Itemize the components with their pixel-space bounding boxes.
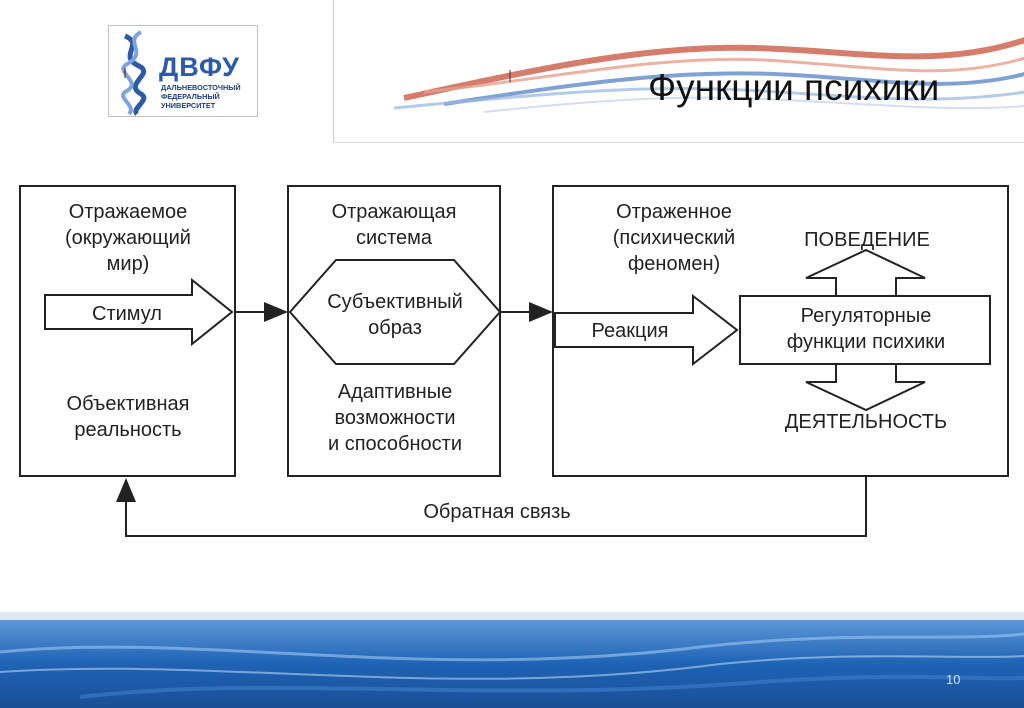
reaction-label: Реакция (592, 320, 669, 342)
reaction-arrow (554, 293, 739, 367)
university-logo: ДВФУ ДАЛЬНЕВОСТОЧНЫЙ ФЕДЕРАЛЬНЫЙ УНИВЕРС… (108, 25, 258, 117)
box3-heading-line2: (психический (613, 227, 735, 249)
header-ribbons (393, 37, 1024, 113)
box3-heading-line3: феномен) (628, 253, 720, 275)
header-panel (333, 0, 1024, 143)
box1-heading-line1: Отражаемое (69, 201, 188, 223)
helix-logo-icon (121, 30, 147, 116)
regulatory-line1: Регуляторные (801, 305, 932, 327)
box1-footer-line1: Объективная (67, 393, 190, 415)
feedback-arrow (116, 476, 867, 537)
feedback-label: Обратная связь (423, 501, 570, 523)
logo-abbr: ДВФУ (159, 52, 240, 82)
box2-footer-line2: возможности (335, 407, 456, 429)
box2-footer-line1: Адаптивные (338, 381, 452, 403)
psyche-functions-diagram: Отражаемое (окружающий мир) Стимул Объек… (19, 185, 1009, 537)
logo-line-1: ДАЛЬНЕВОСТОЧНЫЙ (161, 83, 241, 92)
regulatory-functions-box (739, 295, 991, 365)
regulatory-line2: функции психики (787, 331, 945, 353)
activity-label: ДЕЯТЕЛЬНОСТЬ (785, 411, 947, 433)
hexagon-line2: образ (368, 317, 422, 339)
stimulus-arrow (44, 277, 234, 347)
stimulus-label: Стимул (92, 303, 162, 325)
page-number: 10 (946, 672, 961, 687)
box1-footer-line2: реальность (74, 419, 181, 441)
box1-heading-line3: мир) (107, 253, 150, 275)
box3-heading-line1: Отраженное (616, 201, 732, 223)
slide-title: Функции психики (648, 67, 940, 108)
box2-heading-line2: система (356, 227, 433, 249)
behavior-label: ПОВЕДЕНИЕ (804, 229, 930, 251)
footer-band (0, 612, 1024, 708)
down-arrow (805, 363, 926, 412)
box1-heading-line2: (окружающий (65, 227, 191, 249)
box2-footer-line3: и способности (328, 433, 462, 455)
box2-heading-line1: Отражающая (332, 201, 457, 223)
logo-line-2: ФЕДЕРАЛЬНЫЙ (161, 92, 220, 101)
hexagon-line1: Субъективный (327, 291, 463, 313)
logo-line-3: УНИВЕРСИТЕТ (161, 101, 216, 110)
